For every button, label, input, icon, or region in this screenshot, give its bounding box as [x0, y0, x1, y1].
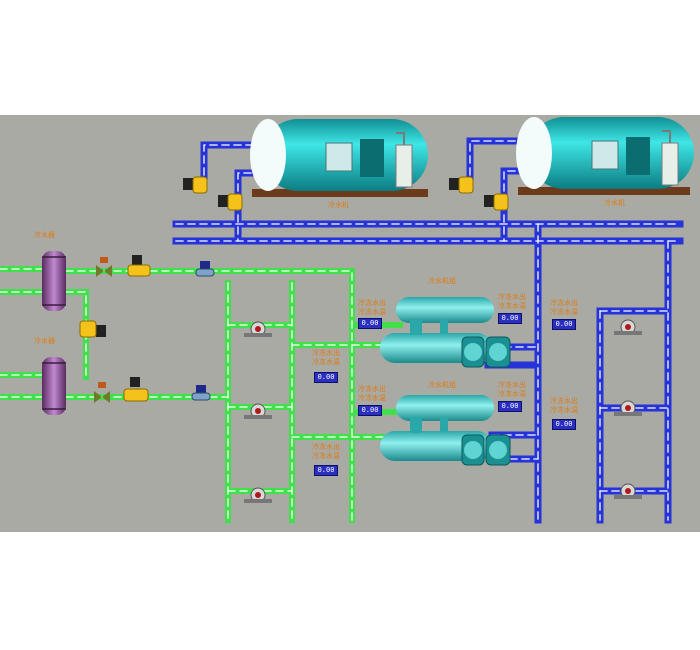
control-panel-icon: [325, 142, 353, 172]
boiler-base: [518, 187, 690, 195]
boiler-label: 冷水机: [604, 199, 625, 207]
actuator-icon[interactable]: [484, 193, 509, 211]
readout-value: 0.00: [314, 465, 338, 476]
chiller-label: 冷水机组: [428, 381, 456, 389]
pump-icon[interactable]: [614, 400, 642, 416]
pump-icon[interactable]: [614, 483, 642, 499]
boiler-1[interactable]: [250, 119, 428, 197]
readout-value: 0.00: [314, 372, 338, 383]
readout-label: 冷冻水出: [498, 293, 526, 301]
readout-label: 冷冻水温: [358, 308, 386, 316]
actuator-icon[interactable]: [79, 320, 106, 338]
pump-icon[interactable]: [244, 403, 272, 419]
actuator-icon[interactable]: [449, 176, 474, 194]
readout-label: 冷冻水温: [498, 302, 526, 310]
readout-value: 0.00: [498, 313, 522, 324]
boiler-endcap: [516, 117, 552, 189]
boiler-2[interactable]: [516, 117, 694, 195]
boiler-base: [252, 189, 428, 197]
readout-label: 冷冻水温: [498, 390, 526, 398]
scada-canvas: 冷水机 冷水机 冷水器 冷水器 冷水机组 冷水机组 冷冻水出 冷冻水温 0.00…: [0, 115, 700, 532]
chiller-2[interactable]: [380, 395, 511, 466]
actuator-icon[interactable]: [218, 193, 243, 211]
pump-icon[interactable]: [614, 319, 642, 335]
piping-diagram: [0, 117, 694, 524]
control-panel-icon: [591, 140, 619, 170]
burner-icon: [661, 142, 679, 186]
valve-icon[interactable]: [96, 257, 112, 277]
readout-label: 冷冻水温: [550, 406, 578, 414]
flow-meter-icon[interactable]: [195, 261, 215, 277]
readout-label: 冷冻水温: [550, 308, 578, 316]
exchanger-label: 冷水器: [34, 337, 55, 345]
valve-icon[interactable]: [94, 382, 110, 403]
actuator-icon[interactable]: [127, 255, 151, 277]
heat-exchanger-2[interactable]: [42, 357, 66, 415]
actuator-icon[interactable]: [123, 377, 149, 402]
readout-value: 0.00: [358, 318, 382, 329]
readout-label: 冷冻水出: [312, 443, 340, 451]
readout-label: 冷冻水出: [550, 299, 578, 307]
readout-label: 冷冻水出: [358, 385, 386, 393]
boiler-label: 冷水机: [328, 201, 349, 209]
readout-value: 0.00: [552, 419, 576, 430]
readout-value: 0.00: [498, 401, 522, 412]
readout-label: 冷冻水温: [312, 452, 340, 460]
flow-meter-icon[interactable]: [191, 385, 211, 401]
burner-icon: [395, 144, 413, 188]
boiler-door: [626, 137, 650, 175]
readout-label: 冷冻水出: [312, 349, 340, 357]
readout-value: 0.00: [358, 405, 382, 416]
chiller-label: 冷水机组: [428, 277, 456, 285]
heat-exchanger-1[interactable]: [42, 251, 66, 311]
pump-icon[interactable]: [244, 321, 272, 337]
readout-label: 冷冻水出: [498, 381, 526, 389]
exchanger-label: 冷水器: [34, 231, 55, 239]
boiler-door: [360, 139, 384, 177]
actuator-icon[interactable]: [183, 176, 208, 194]
readout-label: 冷冻水温: [358, 394, 386, 402]
readout-label: 冷冻水出: [550, 397, 578, 405]
pump-icon[interactable]: [244, 487, 272, 503]
readout-label: 冷冻水温: [312, 358, 340, 366]
readout-label: 冷冻水出: [358, 299, 386, 307]
chiller-1[interactable]: [380, 297, 511, 368]
readout-value: 0.00: [552, 319, 576, 330]
boiler-endcap: [250, 119, 286, 191]
